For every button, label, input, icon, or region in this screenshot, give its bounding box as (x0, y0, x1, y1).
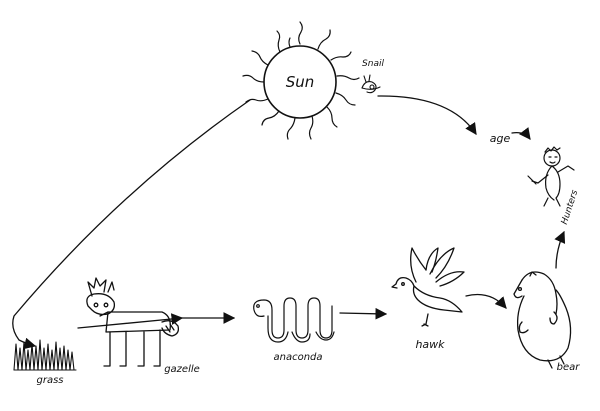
age-label: age (490, 132, 511, 145)
hunter-icon (527, 146, 575, 207)
grass-icon (13, 339, 77, 371)
arrow-anaconda-to-hawk (339, 307, 388, 320)
snail-label: Snail (362, 59, 384, 69)
grass-label: grass (36, 375, 63, 386)
grass: grass (13, 339, 77, 386)
snail-icon (361, 74, 381, 94)
arrow-hawk-to-bear (465, 293, 507, 309)
anaconda-label: anaconda (273, 352, 322, 363)
bear: bear (513, 271, 581, 373)
hawk: hawk (391, 247, 465, 351)
bear-label: bear (557, 362, 581, 373)
hunter-figure: Hunters (527, 146, 581, 226)
anaconda-icon (253, 297, 335, 343)
bear-icon (513, 271, 572, 369)
gazelle-label: gazelle (164, 364, 200, 375)
arrow-gazelle-grass (77, 313, 184, 329)
hunters-label: Hunters (560, 189, 581, 226)
anaconda: anaconda (253, 297, 335, 363)
arrow-bear-to-hunters (554, 230, 566, 269)
hawk-icon (391, 247, 465, 327)
snail: Snail (361, 59, 384, 94)
sun-label: Sun (286, 73, 315, 91)
arrows (12, 95, 566, 350)
arrow-sun-to-grass (12, 99, 251, 350)
hawk-label: hawk (415, 338, 445, 351)
gazelle-icon (86, 277, 180, 367)
arrow-snail-to-age (377, 95, 477, 135)
arrow-age-to-hunters (511, 127, 531, 140)
gazelle: gazelle (86, 277, 200, 375)
sun: Sun (242, 21, 360, 140)
